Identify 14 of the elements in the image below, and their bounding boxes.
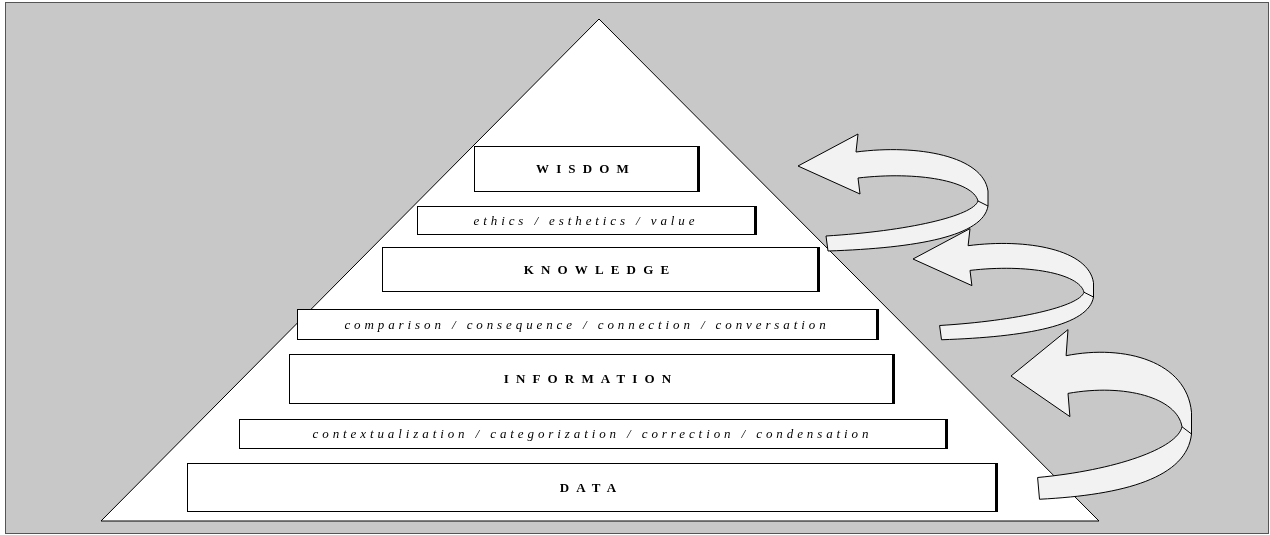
process-label: comparison / consequence / connection / conversation <box>344 316 830 333</box>
level-box <box>289 354 895 404</box>
level-box <box>382 247 820 292</box>
level-title: INFORMATION <box>503 371 679 387</box>
level-box <box>474 146 700 192</box>
process-label: contextualization / categorization / correction / condensation <box>312 426 873 442</box>
process-box <box>417 206 757 235</box>
level-title: WISDOM <box>536 161 636 177</box>
level-title: KNOWLEDGE <box>523 261 677 278</box>
process-box <box>239 419 948 449</box>
process-box <box>297 309 879 340</box>
process-label: ethics / esthetics / value <box>473 212 699 229</box>
level-box <box>187 463 998 512</box>
level-title: DATA <box>559 479 624 496</box>
